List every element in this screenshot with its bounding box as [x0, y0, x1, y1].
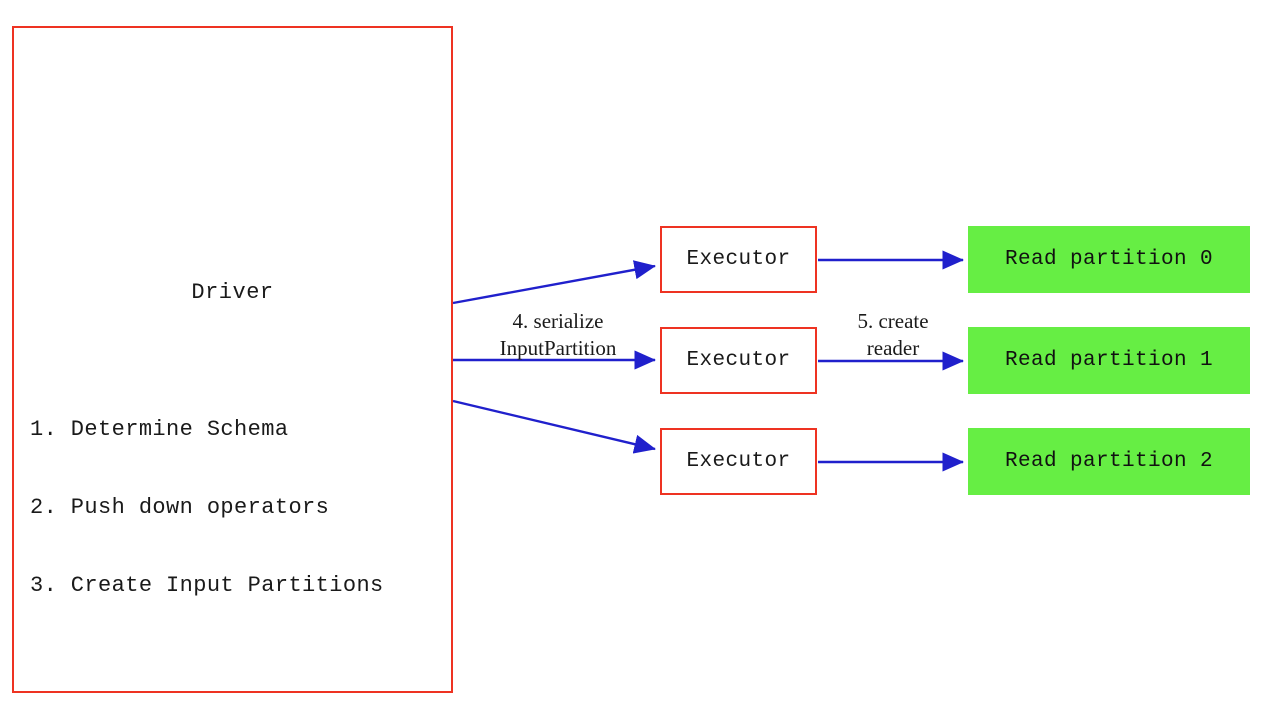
edge-label-create-reader-line-1: 5. create	[857, 309, 929, 333]
executor-box-1[interactable]: Executor	[660, 226, 817, 293]
executor-box-3[interactable]: Executor	[660, 428, 817, 495]
arrow-driver-to-executor-3	[452, 399, 656, 454]
edge-label-serialize-line-1: 4. serialize	[512, 309, 604, 333]
partition-box-1[interactable]: Read partition 1	[968, 327, 1250, 394]
driver-step-2: 2. Push down operators	[30, 495, 330, 520]
driver-step-1: 1. Determine Schema	[30, 417, 289, 442]
edge-label-create-reader-line-2: reader	[866, 336, 920, 360]
edge-label-serialize-line-2: InputPartition	[499, 336, 617, 360]
partition-box-2[interactable]: Read partition 2	[968, 428, 1250, 495]
edge-label-create-reader: 5. create reader	[833, 308, 953, 362]
driver-box[interactable]: Driver 1. Determine Schema 2. Push down …	[12, 26, 453, 693]
arrow-driver-to-executor-1	[452, 260, 656, 305]
driver-steps-list: 1. Determine Schema 2. Push down operato…	[30, 365, 384, 651]
partition-box-0[interactable]: Read partition 0	[968, 226, 1250, 293]
edge-label-serialize-input-partition: 4. serialize InputPartition	[468, 308, 648, 362]
driver-title: Driver	[191, 280, 274, 305]
executor-box-2[interactable]: Executor	[660, 327, 817, 394]
driver-step-3: 3. Create Input Partitions	[30, 573, 384, 598]
